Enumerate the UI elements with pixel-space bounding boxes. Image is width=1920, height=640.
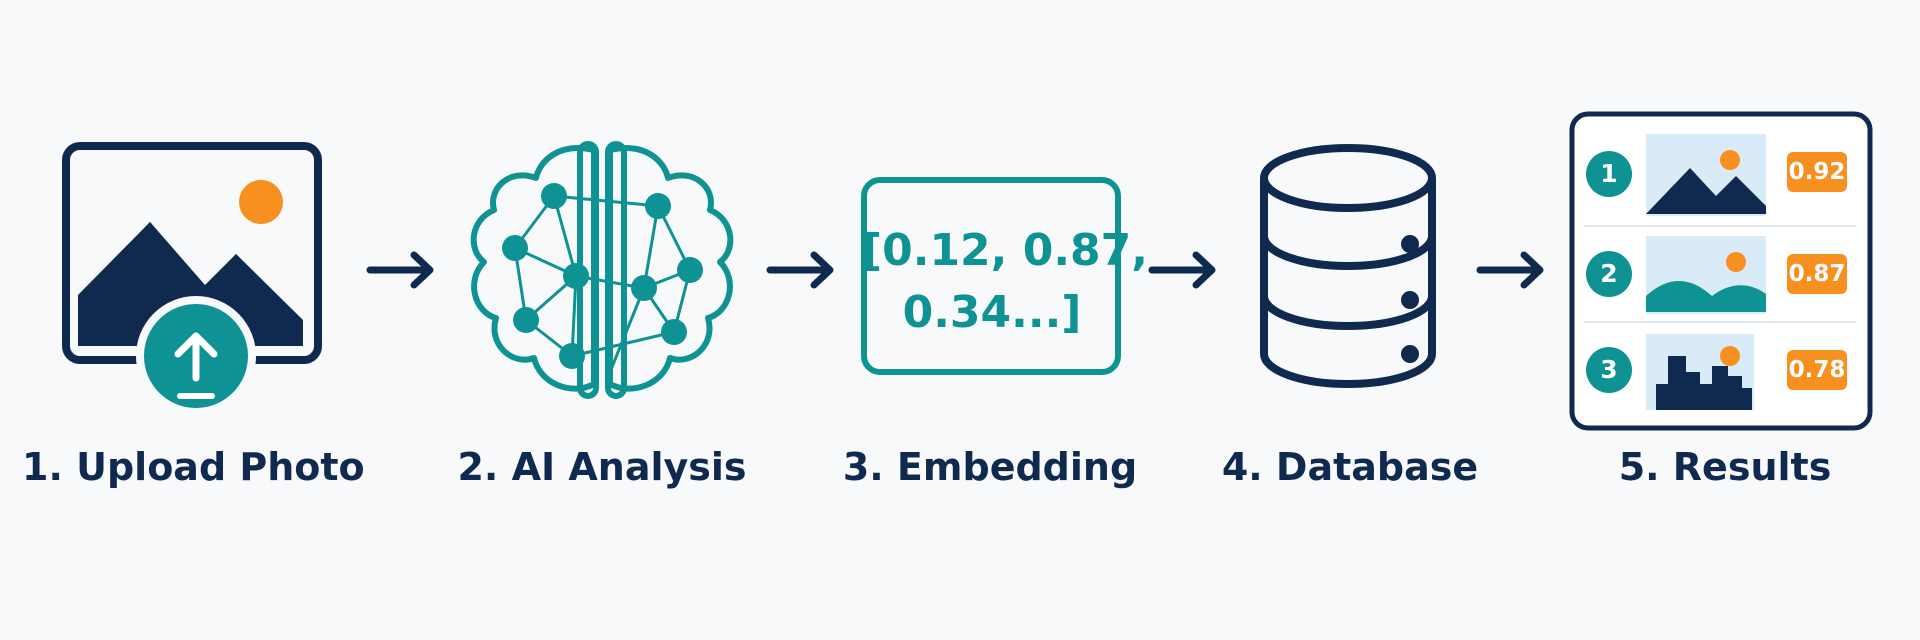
result-rank-3: 3 [1600,355,1618,384]
result-row-1 [1586,134,1847,216]
step-label-analysis: 2. AI Analysis [457,445,747,489]
embedding-line-1: [0.12, 0.87, [862,225,1148,276]
result-row-3 [1586,334,1847,410]
database-icon [1260,144,1436,388]
result-score-2: 0.87 [1788,261,1846,287]
brain-network-icon [470,141,734,399]
arrow-right-icon [366,251,434,289]
result-score-3: 0.78 [1788,357,1846,383]
result-score-1: 0.92 [1788,159,1846,185]
upload-arrow-icon [174,332,218,399]
arrow-right-icon [1476,251,1544,289]
arrow-right-icon [1148,251,1216,289]
step-label-upload: 1. Upload Photo [22,445,365,489]
result-rank-2: 2 [1600,259,1618,288]
embedding-vector-text: [0.12, 0.87, 0.34...] [862,220,1148,344]
embedding-line-2: 0.34...] [902,287,1082,338]
hills-thumbnail-icon [1646,236,1766,314]
photo-upload-icon [62,142,322,416]
results-list-icon [1569,111,1873,431]
result-rank-1: 1 [1600,159,1618,188]
city-thumbnail-icon [1646,334,1754,410]
step-label-results: 5. Results [1618,445,1832,489]
result-row-2 [1586,236,1847,314]
mountain-thumbnail-icon [1646,134,1766,216]
vector-box-icon [861,177,1121,375]
arrow-right-icon [766,251,834,289]
step-label-embedding: 3. Embedding [842,445,1138,489]
step-label-database: 4. Database [1221,445,1479,489]
